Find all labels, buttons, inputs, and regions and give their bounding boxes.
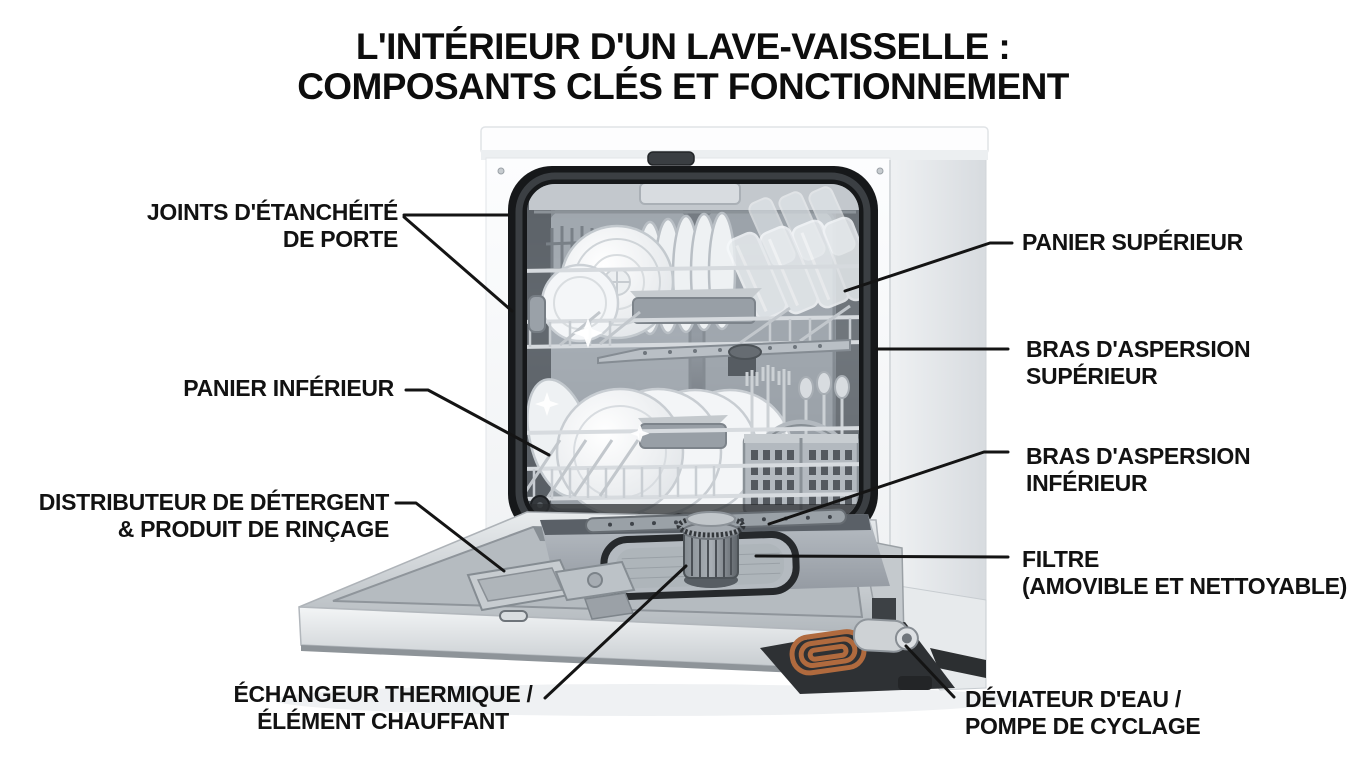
label-upper-spray-arm-line1: BRAS D'ASPERSION bbox=[1026, 336, 1251, 362]
leader-door-seals-side bbox=[402, 215, 514, 313]
upper-basket bbox=[527, 186, 859, 349]
label-lower-spray-arm: BRAS D'ASPERSION INFÉRIEUR bbox=[1026, 443, 1251, 497]
label-door-seals-line1: JOINTS D'ÉTANCHÉITÉ bbox=[146, 199, 398, 225]
door-latch-striker bbox=[647, 151, 695, 166]
label-lower-basket: PANIER INFÉRIEUR bbox=[183, 375, 394, 402]
leader-filter bbox=[754, 554, 1010, 559]
cabinet-top bbox=[480, 126, 989, 160]
label-water-diverter-line1: DÉVIATEUR D'EAU / bbox=[965, 686, 1181, 712]
label-upper-basket-line1: PANIER SUPÉRIEUR bbox=[1022, 229, 1243, 255]
filter-graphic bbox=[600, 511, 800, 601]
detergent-dispenser-graphic bbox=[466, 558, 636, 620]
label-filter-line1: FILTRE bbox=[1022, 546, 1099, 572]
cabinet-side-panel bbox=[889, 147, 987, 691]
title-line-2: COMPOSANTS CLÉS ET FONCTIONNEMENT bbox=[297, 66, 1069, 107]
label-door-seals: JOINTS D'ÉTANCHÉITÉ DE PORTE bbox=[147, 199, 398, 253]
label-water-diverter-line2: POMPE DE CYCLAGE bbox=[965, 713, 1201, 739]
lower-basket-graphic bbox=[527, 365, 859, 517]
label-upper-spray-arm: BRAS D'ASPERSION SUPÉRIEUR bbox=[1026, 336, 1251, 390]
page-title: L'INTÉRIEUR D'UN LAVE-VAISSELLE : COMPOS… bbox=[0, 27, 1366, 107]
leader-lower-basket bbox=[404, 388, 551, 457]
door-latch bbox=[499, 610, 528, 622]
label-detergent-dispenser: DISTRIBUTEUR DE DÉTERGENT & PRODUIT DE R… bbox=[38, 489, 390, 543]
label-lower-basket-line1: PANIER INFÉRIEUR bbox=[183, 375, 394, 401]
label-lower-spray-arm-line1: BRAS D'ASPERSION bbox=[1026, 443, 1251, 469]
label-upper-spray-arm-line2: SUPÉRIEUR bbox=[1026, 363, 1158, 389]
leader-water-diverter bbox=[904, 644, 956, 699]
label-detergent-dispenser-line2: & PRODUIT DE RINÇAGE bbox=[117, 516, 390, 542]
upper-spray-arm-graphic bbox=[597, 338, 851, 376]
pump-graphic bbox=[852, 618, 919, 653]
base-cavity bbox=[760, 618, 955, 694]
title-line-1: L'INTÉRIEUR D'UN LAVE-VAISSELLE : bbox=[355, 26, 1011, 67]
leveling-foot bbox=[898, 676, 932, 690]
label-upper-basket: PANIER SUPÉRIEUR bbox=[1022, 229, 1243, 256]
label-filter: FILTRE (AMOVIBLE ET NETTOYABLE) bbox=[1022, 546, 1347, 600]
label-heat-exchanger-line2: ÉLÉMENT CHAUFFANT bbox=[257, 708, 509, 734]
label-water-diverter: DÉVIATEUR D'EAU / POMPE DE CYCLAGE bbox=[965, 686, 1201, 740]
heating-coil bbox=[789, 629, 867, 676]
leader-detergent-dispenser bbox=[394, 501, 506, 573]
sparkles bbox=[535, 318, 650, 443]
label-detergent-dispenser-line1: DISTRIBUTEUR DE DÉTERGENT bbox=[38, 489, 390, 515]
label-filter-line2: (AMOVIBLE ET NETTOYABLE) bbox=[1022, 573, 1348, 599]
leader-lines bbox=[394, 213, 1014, 700]
leader-lower-spray-arm bbox=[767, 450, 1010, 526]
label-heat-exchanger-line1: ÉCHANGEUR THERMIQUE / bbox=[233, 681, 533, 707]
leader-heat-exchanger bbox=[543, 564, 688, 700]
leader-upper-basket bbox=[843, 241, 1014, 293]
label-door-seals-line2: DE PORTE bbox=[282, 226, 398, 252]
label-heat-exchanger: ÉCHANGEUR THERMIQUE / ÉLÉMENT CHAUFFANT bbox=[225, 681, 541, 735]
label-lower-spray-arm-line2: INFÉRIEUR bbox=[1026, 470, 1148, 496]
